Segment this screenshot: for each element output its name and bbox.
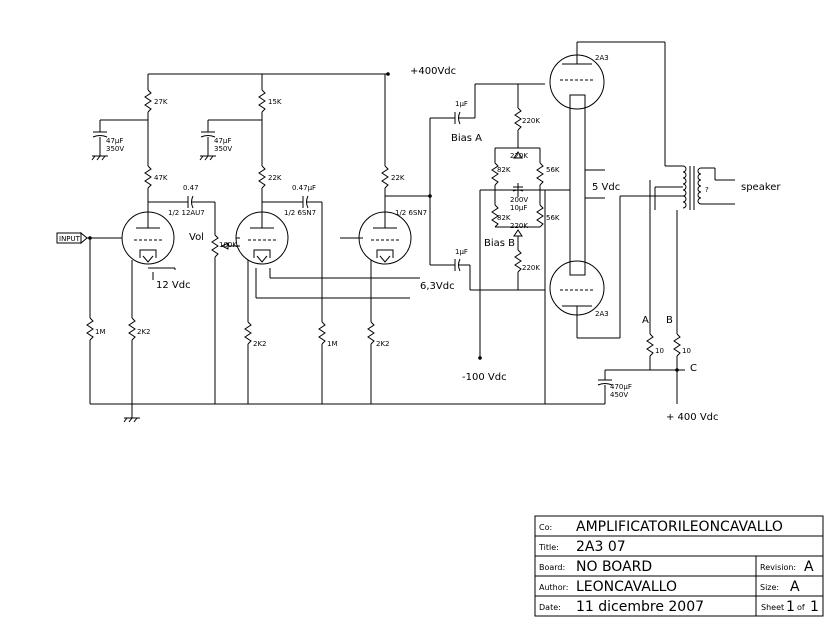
r-10-b-label: 10 bbox=[682, 347, 691, 355]
r-15k-label: 15K bbox=[268, 98, 282, 106]
author-label: Author: bbox=[539, 583, 569, 592]
r-47k-label: 47K bbox=[154, 174, 168, 182]
r-82k-a-label: 82K bbox=[497, 166, 511, 174]
tube-v5-label: 2A3 bbox=[595, 310, 609, 318]
title-label: Title: bbox=[538, 543, 559, 552]
xfmr-pin-label: ? bbox=[705, 186, 709, 194]
r-56k-b-label: 56K bbox=[546, 214, 560, 222]
ground-bus bbox=[90, 403, 545, 423]
c-350v-a-label: 350V bbox=[106, 145, 124, 153]
author-value: LEONCAVALLO bbox=[576, 579, 677, 595]
r-220k-a-label: 220K bbox=[522, 117, 540, 125]
sheet-of-label: of bbox=[797, 603, 805, 612]
r-22k-b-label: 22K bbox=[391, 174, 405, 182]
tube-v2 bbox=[235, 211, 289, 265]
r-82k-b-label: 82K bbox=[497, 214, 511, 222]
output-wiring bbox=[569, 41, 683, 339]
date-value: 11 dicembre 2007 bbox=[576, 599, 704, 615]
tube-v3-label: 1/2 6SN7 bbox=[395, 209, 427, 217]
title-value: 2A3 07 bbox=[576, 539, 626, 555]
c-1uf-b-label: 1μF bbox=[455, 248, 468, 256]
revision-label: Revision: bbox=[760, 563, 796, 572]
tube-v4 bbox=[549, 42, 605, 112]
date-label: Date: bbox=[539, 603, 561, 612]
r-10-a-label: 10 bbox=[655, 347, 664, 355]
r-220k-c-label: 220K bbox=[510, 222, 528, 230]
tube-v4-label: 2A3 bbox=[595, 54, 609, 62]
board-label: Board: bbox=[539, 563, 565, 572]
tube-v5 bbox=[549, 258, 605, 330]
tube-v1 bbox=[121, 211, 175, 265]
vol-label: Vol bbox=[189, 232, 204, 243]
stage1-plate-circuit bbox=[91, 74, 215, 216]
r-1m-a-label: 1M bbox=[95, 328, 106, 336]
c-350v-b-label: 350V bbox=[214, 145, 232, 153]
r-22k-a-label: 22K bbox=[268, 174, 282, 182]
r-2k2-b-label: 2K2 bbox=[253, 340, 267, 348]
filament-6v3-label: 6,3Vdc bbox=[420, 281, 455, 292]
tube-v2-label: 1/2 6SN7 bbox=[284, 209, 316, 217]
volume-pot bbox=[211, 202, 240, 404]
c-47uf-a-label: 47μF bbox=[106, 137, 123, 145]
revision-value: A bbox=[804, 559, 814, 575]
b-plus-label: +400Vdc bbox=[410, 66, 456, 77]
c-047-b-label: 0.47μF bbox=[292, 184, 316, 192]
c-10uf-label: 10μF bbox=[510, 204, 527, 212]
co-label: Co: bbox=[539, 523, 552, 532]
stage2-grid-cathode bbox=[236, 237, 420, 404]
stage3-grid-cathode bbox=[340, 237, 375, 404]
c-1uf-a-label: 1μF bbox=[455, 100, 468, 108]
point-b-label: B bbox=[666, 315, 673, 326]
filament-5v-label: 5 Vdc bbox=[592, 182, 620, 193]
r-2k2-c-label: 2K2 bbox=[376, 340, 390, 348]
board-value: NO BOARD bbox=[576, 559, 652, 575]
input-label: INPUT bbox=[59, 235, 81, 243]
bias-a-label: Bias A bbox=[451, 133, 482, 144]
c-200v-label: 200V bbox=[510, 196, 528, 204]
r-100k-label: 100K bbox=[219, 241, 237, 249]
r-1m-b-label: 1M bbox=[327, 340, 338, 348]
output-return-network bbox=[545, 180, 685, 405]
r-2k2-a-label: 2K2 bbox=[137, 328, 151, 336]
stage3-plate-circuit bbox=[381, 74, 432, 216]
c-047-a-label: 0.47 bbox=[183, 184, 199, 192]
c-450v-label: 450V bbox=[610, 391, 628, 399]
c-470uf-label: 470μF bbox=[610, 383, 632, 391]
bias-neg-label: -100 Vdc bbox=[462, 372, 507, 383]
r-56k-a-label: 56K bbox=[546, 166, 560, 174]
stage1-grid-cathode bbox=[86, 238, 176, 404]
size-label: Size: bbox=[760, 583, 779, 592]
tube-v3 bbox=[358, 211, 412, 265]
co-value: AMPLIFICATORILEONCAVALLO bbox=[576, 519, 783, 535]
speaker-label: speaker bbox=[741, 182, 781, 193]
tube-v1-label: 1/2 12AU7 bbox=[168, 209, 205, 217]
sheet-total: 1 bbox=[810, 599, 819, 615]
point-a-label: A bbox=[642, 315, 649, 326]
bias-network bbox=[429, 83, 570, 404]
point-c-label: C bbox=[690, 363, 697, 374]
size-value: A bbox=[790, 579, 800, 595]
sheet-label: Sheet bbox=[761, 603, 784, 612]
sheet-number: 1 bbox=[786, 599, 795, 615]
r-220k-d-label: 220K bbox=[522, 264, 540, 272]
input-connector bbox=[56, 231, 122, 245]
output-transformer bbox=[654, 165, 735, 210]
r-27k-label: 27K bbox=[154, 98, 168, 106]
title-block bbox=[534, 515, 824, 617]
bias-b-label: Bias B bbox=[484, 238, 515, 249]
b-plus-rail bbox=[148, 72, 390, 76]
b-plus-out-label: + 400 Vdc bbox=[666, 412, 719, 423]
stage2-plate-circuit bbox=[199, 74, 323, 238]
heater-12v-label: 12 Vdc bbox=[156, 280, 191, 291]
c-47uf-b-label: 47μF bbox=[214, 137, 231, 145]
r-220k-b-label: 220K bbox=[510, 152, 528, 160]
